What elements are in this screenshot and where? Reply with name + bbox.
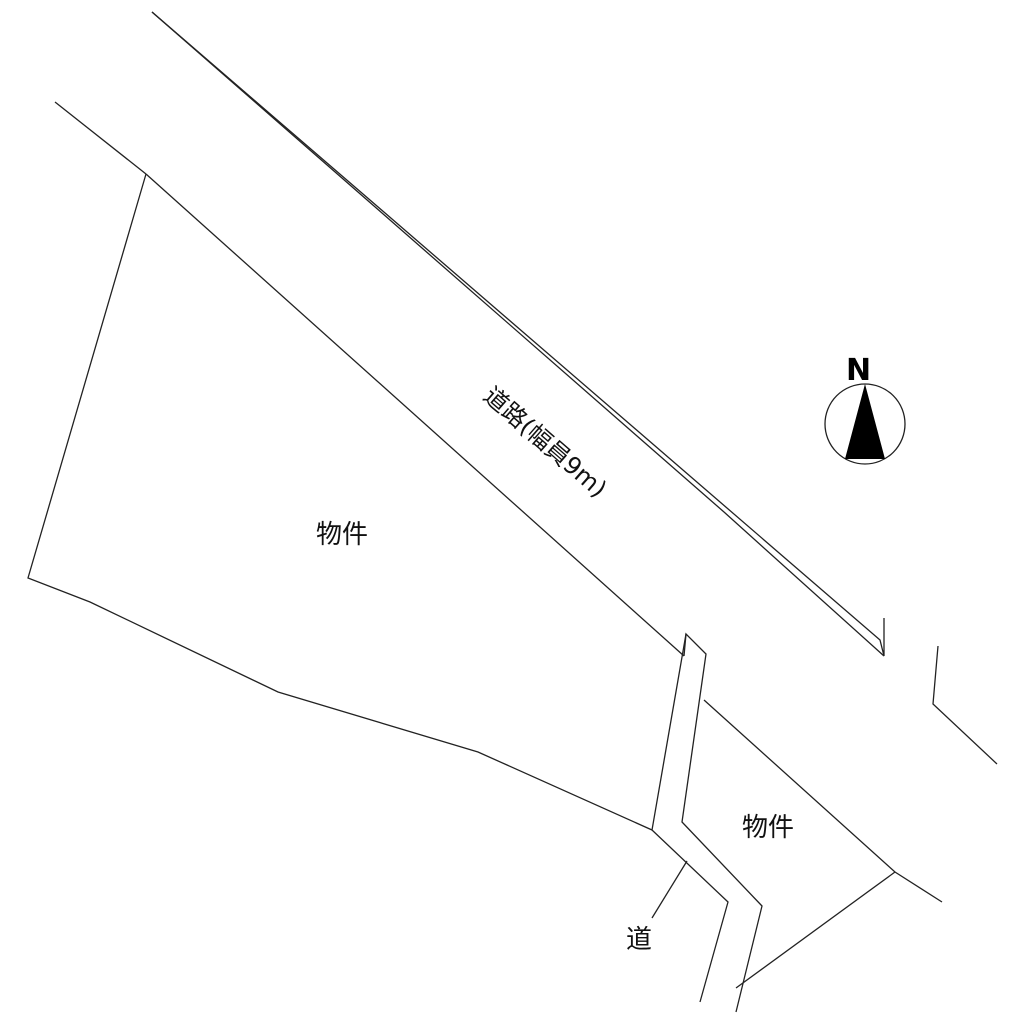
path-leader-line: [651, 860, 688, 919]
road-south-edge-continued: [703, 699, 943, 903]
road-north-edge: [151, 11, 885, 657]
property-main-boundary: [27, 173, 653, 831]
property-main-label: 物件: [316, 520, 368, 550]
property-small-label: 物件: [742, 813, 794, 843]
road-north-edge-main: [151, 11, 885, 657]
path-label: 道: [626, 925, 652, 955]
property-main-road-frontage: [145, 173, 685, 657]
road-label: 道路(幅員9m): [478, 381, 612, 503]
north-arrow-icon: [845, 384, 885, 459]
road-east-gap-right: [932, 645, 998, 765]
property-small-boundary: [735, 871, 896, 989]
north-letter: N: [846, 353, 871, 388]
path-east-edge: [651, 633, 729, 1003]
road-south-edge: [54, 101, 147, 175]
north-compass: N: [824, 353, 906, 465]
